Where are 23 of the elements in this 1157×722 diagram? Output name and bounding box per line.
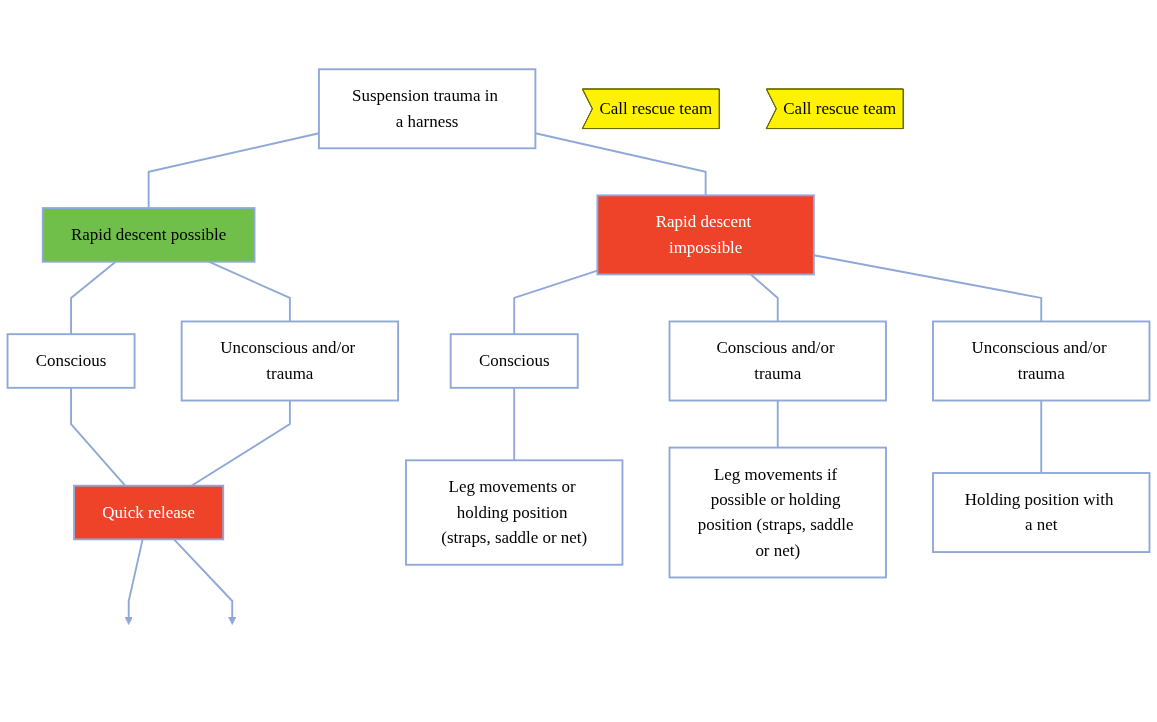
node-box: Rapid descent possible: [41, 207, 256, 263]
node-box: Rapid descent impossible: [596, 194, 815, 276]
node-box: Quick release: [73, 484, 225, 541]
arrow: [173, 538, 237, 625]
node-box: Leg movements if possible or holding position (straps, saddle or net): [668, 446, 887, 579]
node-box: Unconscious and/or trauma: [932, 320, 1151, 402]
connector: [513, 269, 599, 336]
node-box: Suspension trauma in a harness: [318, 68, 537, 150]
node-box: Leg movements or holding position (straps, saddle or net): [405, 459, 624, 566]
connector: [513, 386, 516, 462]
arrow: [124, 538, 144, 625]
node-box: Conscious and/or trauma: [668, 320, 887, 402]
node-box: Holding position with a net: [932, 472, 1151, 553]
connector: [70, 386, 127, 487]
connector: [70, 260, 117, 336]
node-box: Unconscious and/or trauma: [180, 320, 400, 402]
connector: [190, 399, 291, 487]
node-box: Conscious: [6, 333, 136, 389]
node-box: Conscious: [449, 333, 579, 389]
connector: [1040, 399, 1043, 474]
connector: [749, 273, 779, 323]
connector: [776, 399, 779, 449]
connector: [207, 260, 291, 323]
